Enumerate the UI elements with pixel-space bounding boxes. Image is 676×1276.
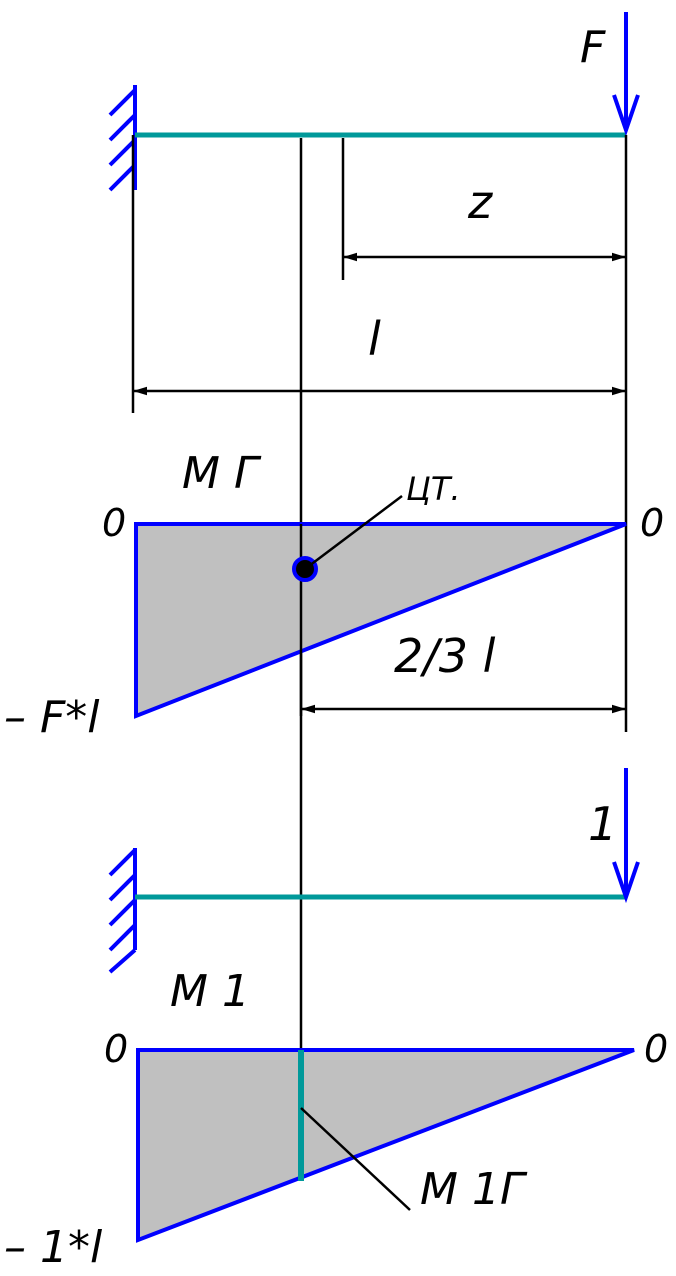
force-arrow-top	[612, 12, 640, 137]
m1g-leader	[300, 1107, 411, 1211]
m1-zero-left: 0	[104, 1027, 128, 1071]
unit-force-label: 1	[588, 797, 617, 851]
m1-min-value: – 1*l	[4, 1222, 103, 1273]
force-label: F	[580, 22, 606, 73]
mg-zero-left: 0	[102, 501, 126, 545]
m1-zero-right: 0	[644, 1027, 668, 1071]
m1g-label: M 1Г	[420, 1164, 528, 1215]
mg-min-value: – F*l	[4, 692, 100, 743]
m1-label: M 1	[170, 966, 250, 1017]
mg-zero-right: 0	[640, 501, 664, 545]
wall-support-top	[108, 85, 137, 192]
cog-leader	[304, 495, 403, 570]
wall-support-bottom	[108, 848, 137, 974]
unit-force-arrow	[612, 768, 640, 904]
mg-label: M Г	[182, 448, 262, 499]
m1-moment-triangle	[136, 1048, 635, 1243]
dim-l-label: l	[368, 312, 381, 366]
mg-moment-triangle	[134, 522, 627, 719]
dim-z-label: z	[467, 175, 493, 229]
dim-two-thirds-label: 2/3 l	[394, 629, 496, 683]
cog-label: ЦТ.	[406, 470, 461, 508]
